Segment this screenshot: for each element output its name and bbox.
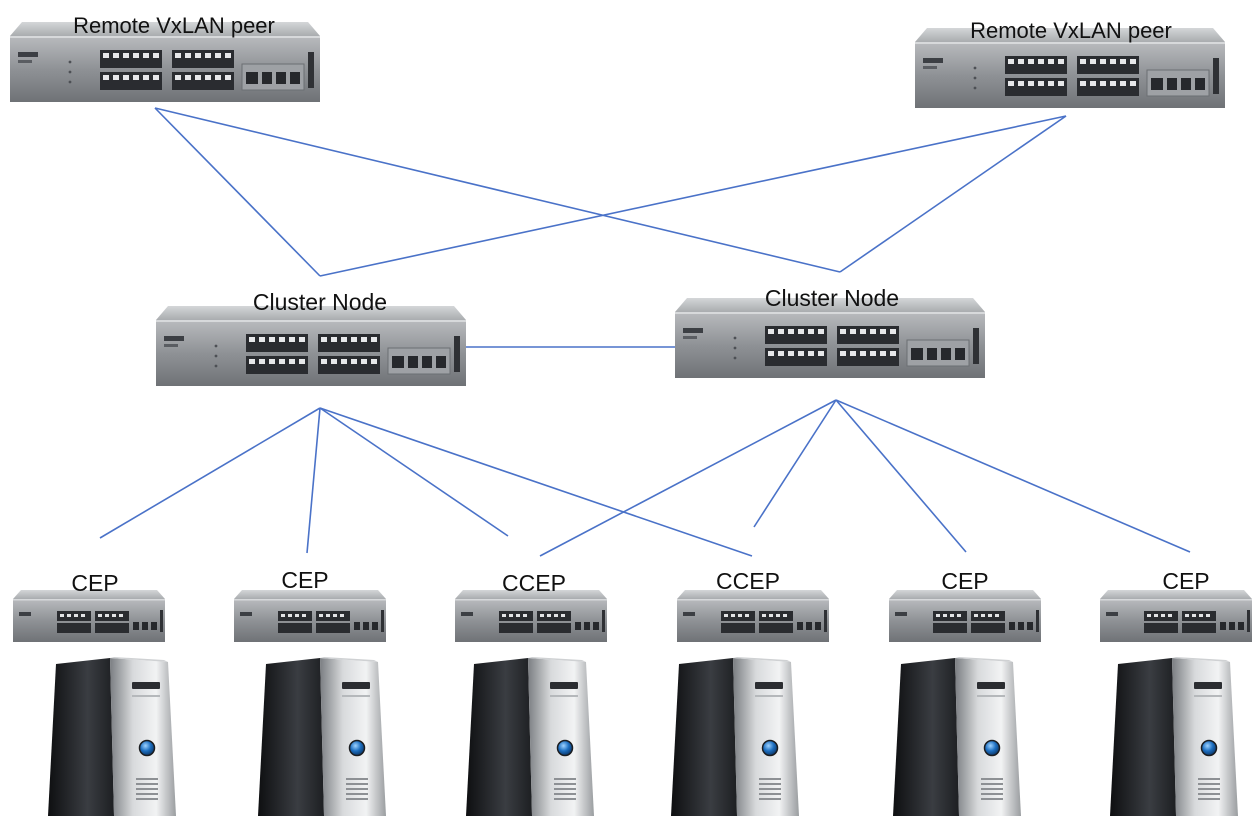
link-remote2-cluster2: [839, 115, 1067, 273]
cluster-node-label: Cluster Node: [765, 285, 899, 311]
cluster-node-2: Cluster Node: [674, 285, 986, 379]
server-tower-icon: [257, 656, 387, 817]
link-cluster1-ccep2: [319, 407, 753, 557]
edge-switch-6: CEP: [1100, 568, 1252, 642]
switch-icon: [1100, 590, 1252, 642]
server-tower-icon: [1109, 656, 1239, 817]
link-cluster2-cep3: [835, 399, 967, 553]
edge-switch-label: CEP: [281, 567, 328, 593]
switch-icon: [155, 305, 467, 387]
link-remote1-cluster1: [154, 107, 321, 277]
link-cluster1-ccep1: [319, 407, 509, 537]
edge-switch-5: CEP: [889, 568, 1041, 642]
link-cluster2-cep4: [835, 399, 1191, 553]
edge-switch-4: CCEP: [677, 568, 829, 642]
switch-icon: [234, 590, 386, 642]
edge-switch-label: CCEP: [502, 570, 566, 596]
remote-peer-label: Remote VxLAN peer: [970, 18, 1172, 43]
connection-links: [99, 107, 1191, 557]
cluster-node-label: Cluster Node: [253, 289, 387, 315]
remote-peer-label: Remote VxLAN peer: [73, 13, 275, 38]
cluster-node-1: Cluster Node: [155, 289, 467, 387]
server-tower-icon: [465, 656, 595, 817]
server-tower-icon: [47, 656, 177, 817]
remote-vxlan-peer-2: Remote VxLAN peer: [914, 18, 1226, 109]
server-tower-icon: [892, 656, 1022, 817]
edge-switch-3: CCEP: [455, 570, 607, 642]
link-cluster1-cep1: [99, 407, 321, 539]
edge-switch-label: CEP: [71, 570, 118, 596]
link-cluster2-ccep2: [753, 399, 837, 528]
link-cluster2-ccep1: [539, 399, 837, 557]
link-remote1-cluster2: [154, 107, 841, 273]
edge-switch-2: CEP: [234, 567, 386, 642]
edge-switch-label: CEP: [941, 568, 988, 594]
switch-icon: [889, 590, 1041, 642]
switch-icon: [13, 590, 165, 642]
switch-icon: [677, 590, 829, 642]
switch-icon: [455, 590, 607, 642]
edge-switch-1: CEP: [13, 570, 165, 642]
link-cluster1-cep2: [306, 407, 321, 554]
server-tower-icon: [670, 656, 800, 817]
edge-switch-label: CCEP: [716, 568, 780, 594]
link-remote2-cluster1: [319, 115, 1067, 277]
remote-vxlan-peer-1: Remote VxLAN peer: [9, 13, 321, 103]
edge-switch-label: CEP: [1162, 568, 1209, 594]
